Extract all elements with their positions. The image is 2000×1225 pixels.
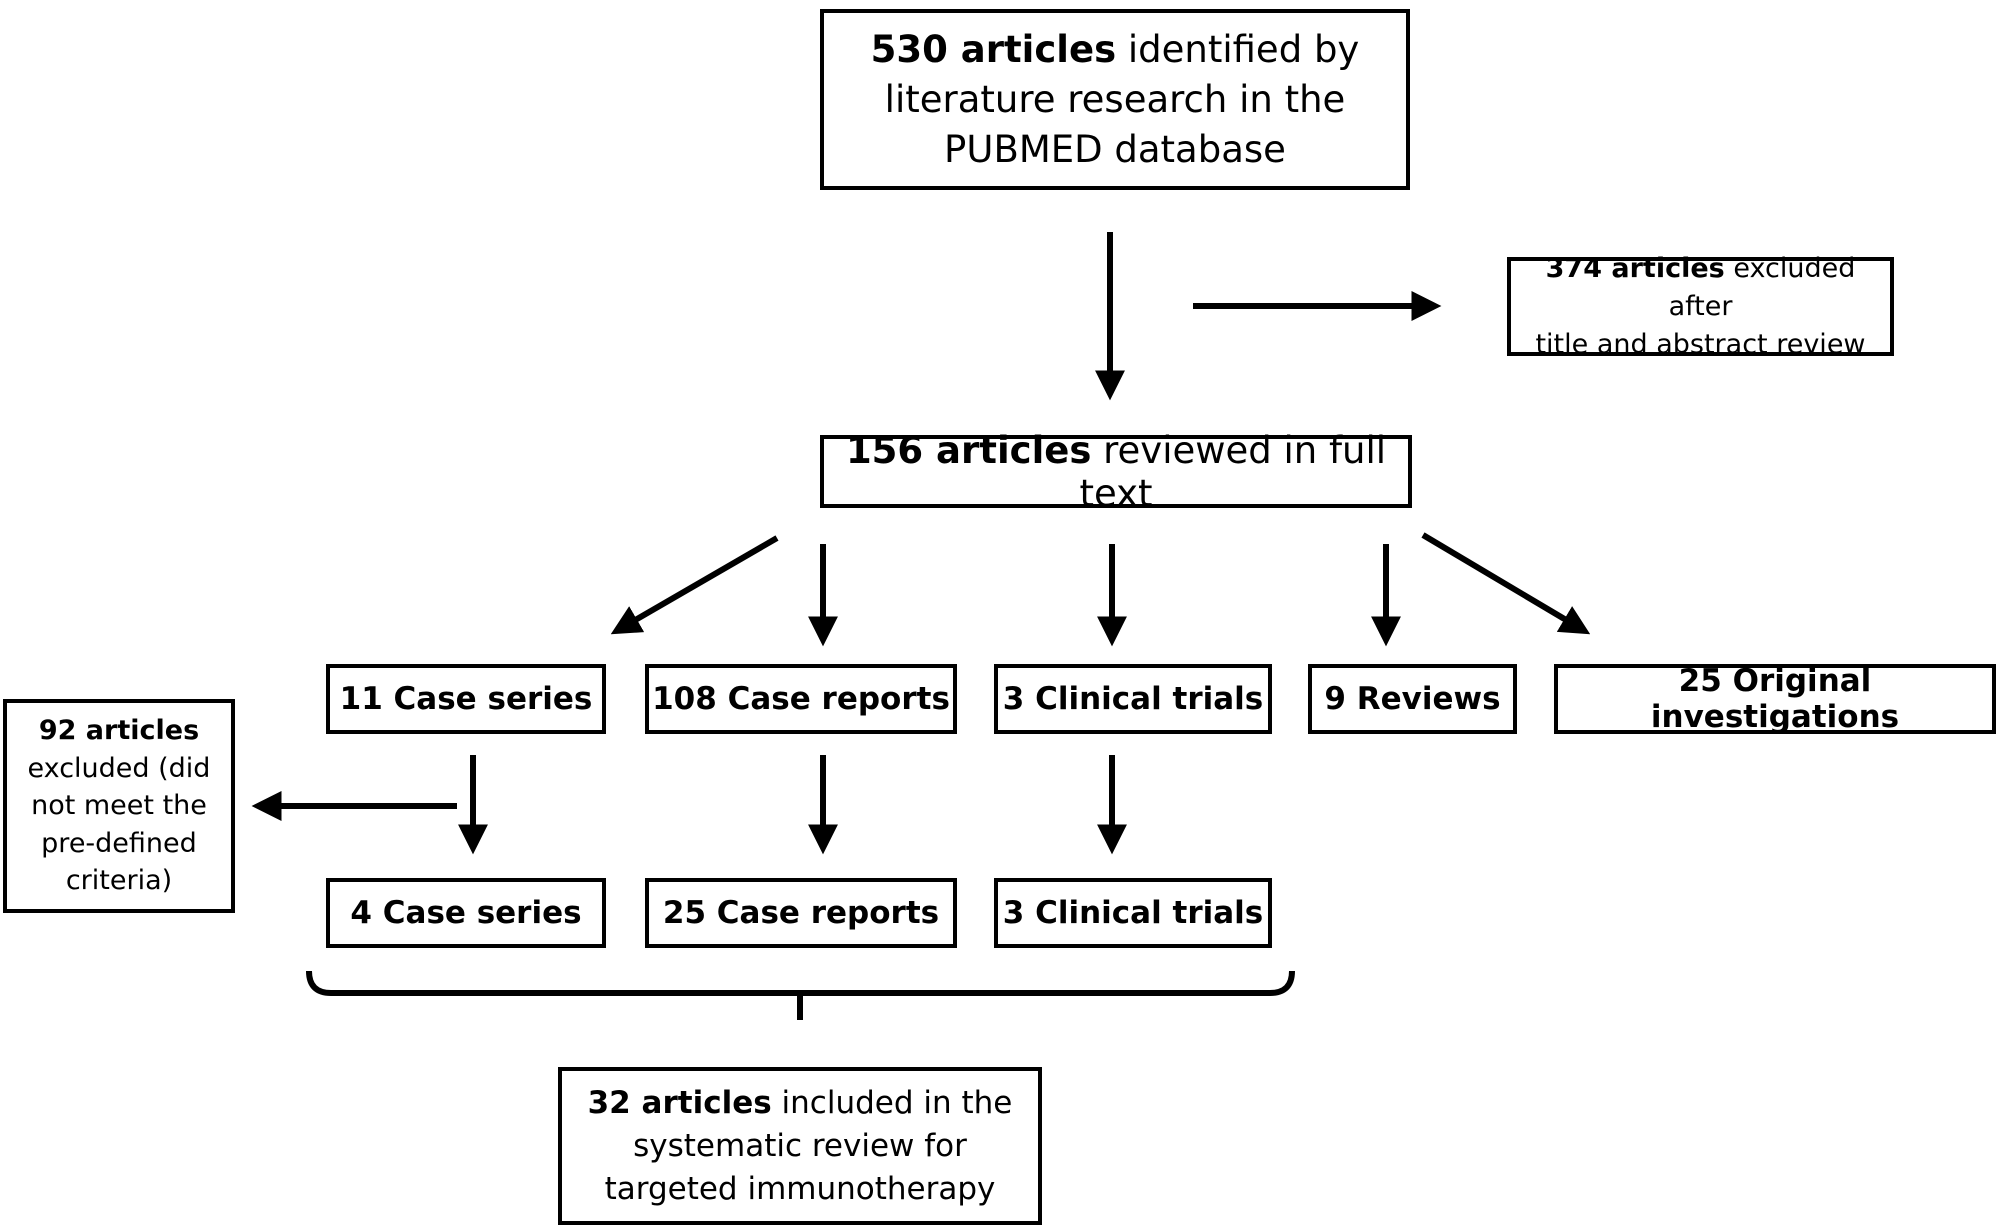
arrow-to-case-series (610, 535, 779, 635)
fulltext-box: 156 articles reviewed in full text (820, 429, 1412, 515)
retained-case-reports-box: 25 Case reports (645, 878, 957, 948)
clinical-trials-box: 3 Clinical trials (994, 664, 1272, 734)
grouping-bracket (306, 970, 1295, 1020)
identified-box: 530 articles identified by literature re… (820, 9, 1410, 190)
arrow-to-original (1421, 532, 1591, 635)
reviews-box: 9 Reviews (1308, 664, 1517, 734)
retained-case-series-box: 4 Case series (326, 878, 606, 948)
case-series-box: 11 Case series (326, 664, 606, 734)
original-investigations-box: 25 Original investigations (1554, 663, 1996, 735)
included-box: 32 articles included in the systematic r… (558, 1067, 1042, 1225)
excluded-criteria-box: 92 articles excluded (did not meet the p… (3, 699, 235, 913)
retained-clinical-trials-box: 3 Clinical trials (994, 878, 1272, 948)
case-reports-box: 108 Case reports (645, 664, 957, 734)
excluded-title-box: 374 articles excluded after title and ab… (1507, 253, 1894, 360)
